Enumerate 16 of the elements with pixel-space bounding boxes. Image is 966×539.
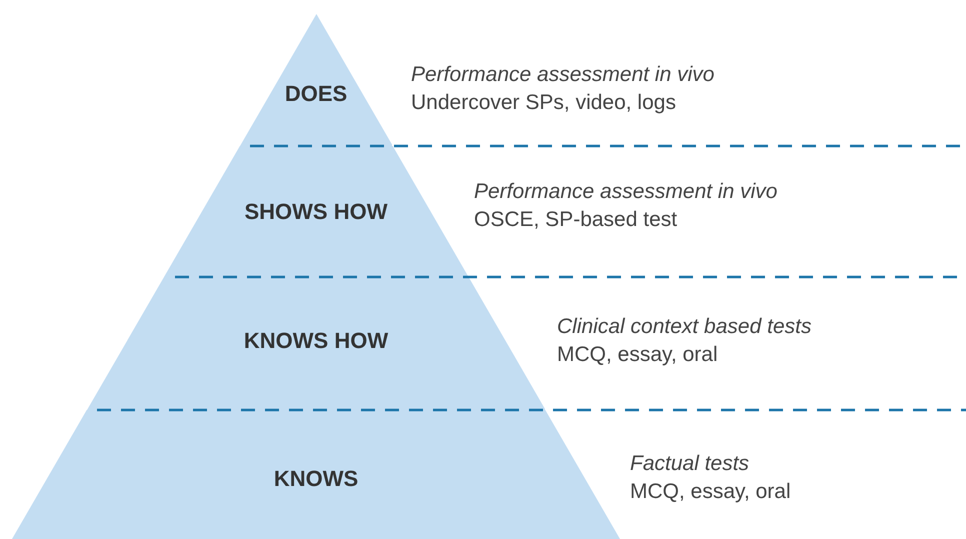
level-label: KNOWS HOW xyxy=(242,328,390,354)
assessment-examples: MCQ, essay, oral xyxy=(557,342,719,368)
assessment-examples: OSCE, SP-based test xyxy=(474,207,678,233)
pyramid-tier xyxy=(164,146,468,277)
level-label: DOES xyxy=(284,81,348,107)
level-label: KNOWS xyxy=(272,466,360,492)
assessment-heading: Performance assessment in vivo xyxy=(411,62,714,88)
assessment-examples: MCQ, essay, oral xyxy=(630,479,791,505)
pyramid-tier xyxy=(12,410,620,539)
pyramid-tier xyxy=(86,277,546,410)
assessment-examples: Undercover SPs, video, logs xyxy=(411,90,677,116)
level-label: SHOWS HOW xyxy=(243,199,388,225)
assessment-heading: Factual tests xyxy=(630,451,750,477)
assessment-heading: Clinical context based tests xyxy=(557,314,812,340)
assessment-heading: Performance assessment in vivo xyxy=(474,179,778,205)
pyramid-apex xyxy=(240,14,392,146)
